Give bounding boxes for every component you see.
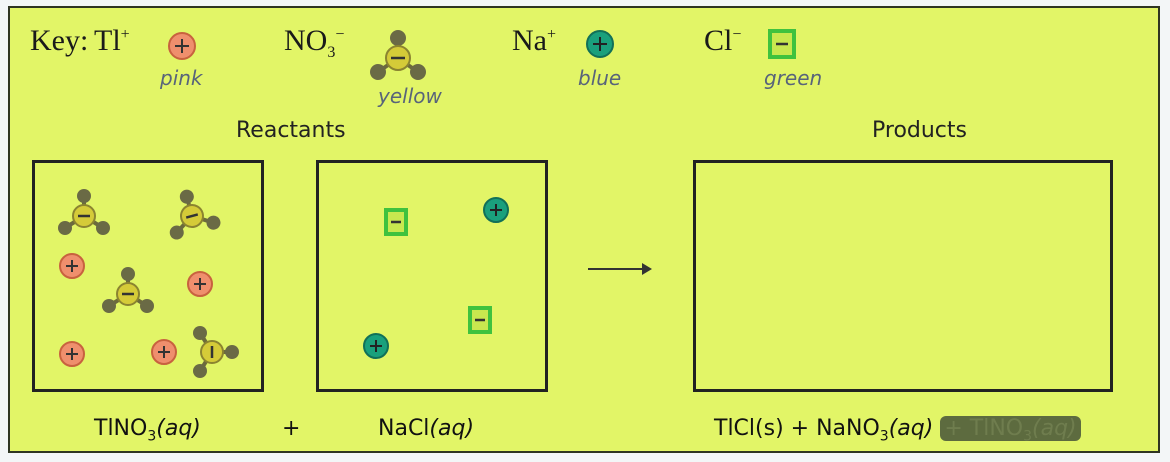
cl-anion-icon bbox=[468, 306, 492, 334]
key-label-no3: NO3− bbox=[284, 24, 345, 61]
nitrate-anion-icon bbox=[370, 30, 426, 80]
tlno3-solution-box bbox=[32, 160, 264, 392]
cl-anion-icon bbox=[384, 208, 408, 236]
tl-cation-icon bbox=[59, 341, 85, 367]
products-header: Products bbox=[872, 118, 967, 143]
key-label-tl: Tl+ bbox=[94, 24, 130, 57]
reaction-arrow bbox=[588, 263, 652, 275]
nacl-particles bbox=[363, 197, 509, 359]
products-box[interactable] bbox=[693, 160, 1113, 392]
struck-out-term: + TlNO3(aq) bbox=[940, 416, 1081, 444]
nitrate-anion-icon bbox=[100, 265, 156, 315]
key-label-na: Na+ bbox=[512, 24, 557, 57]
key-label-cl: Cl− bbox=[704, 24, 742, 57]
key-color-yellow: yellow bbox=[378, 84, 442, 108]
nitrate-anion-icon bbox=[191, 324, 241, 380]
nacl-solution-box bbox=[316, 160, 548, 392]
reactants-header: Reactants bbox=[236, 118, 346, 143]
formula-products: TlCl(s) + NaNO3(aq) + TlNO3(aq) bbox=[714, 416, 1081, 444]
na-cation-icon bbox=[586, 30, 614, 58]
worksheet-panel bbox=[8, 6, 1160, 453]
key-color-pink: pink bbox=[160, 66, 203, 90]
key-color-green: green bbox=[764, 66, 823, 90]
tl-cation-icon bbox=[59, 253, 85, 279]
formula-nacl: NaCl(aq) bbox=[378, 416, 475, 441]
cl-anion-icon bbox=[768, 29, 796, 59]
na-cation-icon bbox=[483, 197, 509, 223]
tl-cation-icon bbox=[168, 32, 196, 60]
plus-sign: + bbox=[282, 416, 301, 441]
key-title: Key: bbox=[30, 24, 89, 57]
tl-cation-icon bbox=[151, 339, 177, 365]
nitrate-anion-icon bbox=[157, 181, 225, 244]
tlno3-particles bbox=[56, 181, 241, 380]
key-color-blue: blue bbox=[578, 66, 622, 90]
formula-tlno3: TlNO3(aq) bbox=[94, 416, 201, 445]
nitrate-anion-icon bbox=[56, 187, 112, 237]
na-cation-icon bbox=[363, 333, 389, 359]
tl-cation-icon bbox=[187, 271, 213, 297]
